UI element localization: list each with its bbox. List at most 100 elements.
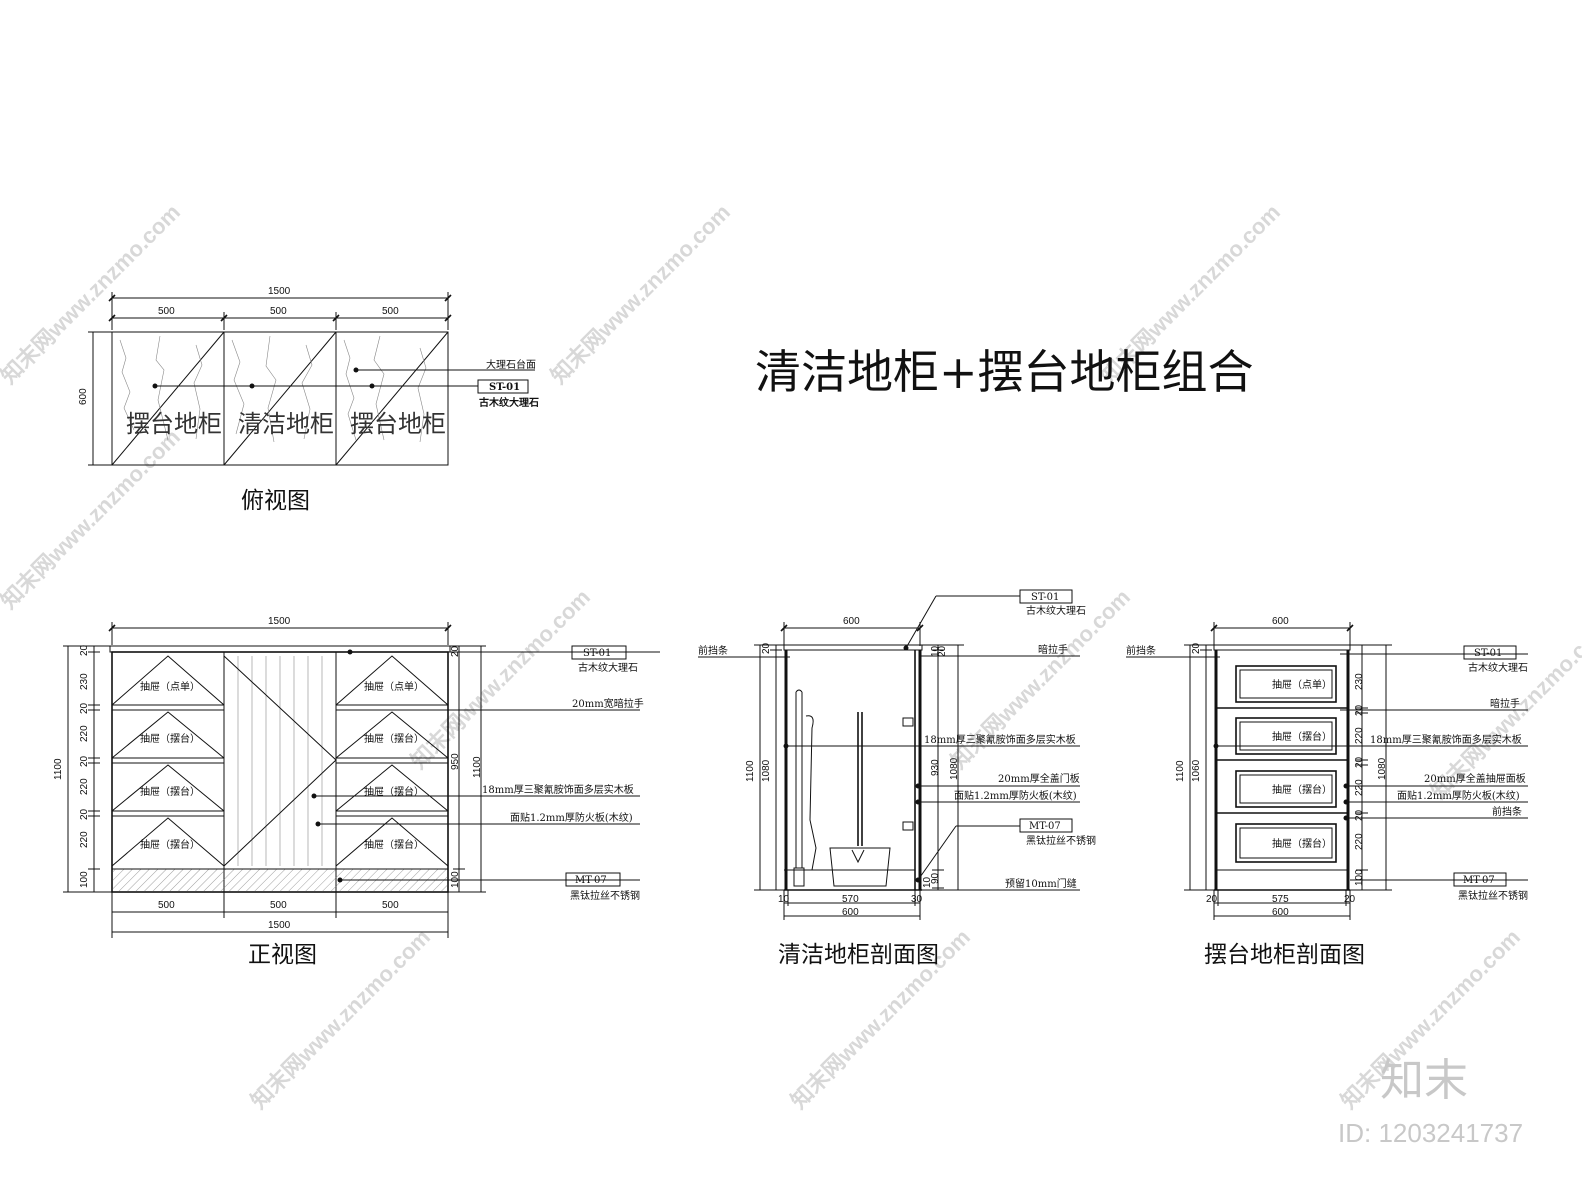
- plan-note-marble: 大理石台面: [486, 358, 536, 371]
- front-tag-top-desc: 古木纹大理石: [578, 661, 638, 674]
- watermark-layer: 知末网www.znzmo.com 知末网www.znzmo.com 知末网www…: [0, 199, 1582, 1148]
- display-dim-r220b: 220: [1354, 779, 1365, 796]
- front-dim-left-20d: 20: [79, 808, 90, 820]
- front-tag-bottom-desc: 黑钛拉丝不锈钢: [570, 889, 640, 902]
- plan-caption: 俯视图: [241, 488, 310, 514]
- plan-dim-total: 1500: [268, 286, 291, 297]
- clean-dim-r20: 20: [937, 645, 948, 657]
- front-dim-bottom-seg1: 500: [158, 900, 175, 911]
- clean-dim-b10: 10: [922, 876, 933, 888]
- front-drawer-right-2: 抽屉（摆台）: [364, 732, 424, 745]
- front-dim-left-20b: 20: [79, 702, 90, 714]
- drawing-title: 清洁地柜+摆台地柜组合: [755, 345, 1254, 399]
- cleaning-section: 600 20 1080 1100: [698, 589, 1096, 968]
- front-drawer-left-3: 抽屉（摆台）: [140, 785, 200, 798]
- display-note-veneer: 面贴1.2mm厚防火板(木纹): [1397, 789, 1520, 802]
- display-tag-desc: 古木纹大理石: [1468, 661, 1528, 674]
- clean-tag-bottom-code: MT-07: [1029, 821, 1061, 832]
- front-dim-right-total: 1100: [472, 756, 483, 778]
- front-drawer-right-4: 抽屉（摆台）: [364, 838, 424, 851]
- plan-tag-desc: 古木纹大理石: [479, 396, 539, 409]
- display-dim-r220c: 220: [1354, 833, 1365, 850]
- front-dim-bottom-total: 1500: [268, 920, 291, 931]
- display-note-hidden-handle: 暗拉手: [1490, 697, 1520, 710]
- watermark-id: ID: 1203241737: [1338, 1118, 1523, 1148]
- clean-dim-b90: 90: [930, 872, 941, 884]
- display-tag-bottom-code: MT-07: [1463, 875, 1495, 886]
- clean-tag-bottom-desc: 黑钛拉丝不锈钢: [1026, 834, 1096, 847]
- plan-tag-code: ST-01: [489, 382, 520, 393]
- front-tag-top-code: ST-01: [583, 648, 611, 659]
- clean-note-hidden-handle: 暗拉手: [1038, 643, 1068, 656]
- display-drawer-1: 抽屉（点单）: [1272, 678, 1332, 691]
- display-dim-h20: 20: [1191, 642, 1202, 654]
- front-dim-left-20a: 20: [79, 644, 90, 656]
- display-dim-r20: 20: [1344, 894, 1356, 905]
- plan-label-display-right: 摆台地柜: [350, 410, 446, 438]
- display-dim-w575: 575: [1272, 894, 1289, 905]
- front-caption: 正视图: [248, 942, 317, 968]
- front-dim-left-220a: 220: [79, 725, 90, 742]
- display-note-board: 18mm厚三聚氰胺饰面多层实木板: [1370, 733, 1522, 746]
- front-dim-bottom-seg2: 500: [270, 900, 287, 911]
- display-note-drawer-face: 20mm厚全盖抽屉面板: [1424, 772, 1526, 785]
- display-dim-h1060: 1060: [1191, 759, 1202, 782]
- watermark-text: 知末网www.znzmo.com: [0, 199, 185, 388]
- front-dim-bottom-seg3: 500: [382, 900, 399, 911]
- display-note-front-strip: 前挡条: [1492, 805, 1522, 818]
- clean-note-gap: 预留10mm门缝: [1005, 877, 1077, 890]
- clean-dim-r10: 10: [930, 645, 941, 657]
- front-note-veneer: 面贴1.2mm厚防火板(木纹): [510, 811, 633, 824]
- front-tag-bottom-code: MT-07: [575, 875, 607, 886]
- front-drawer-left-1: 抽屉（点单）: [140, 680, 200, 693]
- clean-dim-r930: 930: [930, 759, 941, 776]
- front-dim-top: 1500: [268, 616, 291, 627]
- display-dim-r20c: 20: [1354, 809, 1365, 821]
- clean-dim-l10: 10: [778, 894, 790, 905]
- plan-dim-depth: 600: [78, 388, 89, 405]
- front-drawer-left-2: 抽屉（摆台）: [140, 732, 200, 745]
- watermark-text: 知末网www.znzmo.com: [406, 584, 595, 773]
- clean-note-door: 20mm厚全盖门板: [998, 772, 1080, 785]
- front-dim-left-20c: 20: [79, 755, 90, 767]
- front-note-board: 18mm厚三聚氰胺饰面多层实木板: [482, 783, 634, 796]
- front-dim-left-220c: 220: [79, 831, 90, 848]
- front-dim-left-total: 1100: [53, 758, 64, 780]
- display-dim-r1080: 1080: [1377, 757, 1388, 780]
- front-dim-right-950: 950: [450, 753, 461, 770]
- plan-view: 1500 500 500 500 600 摆台地柜 清洁地柜 摆台地柜: [78, 286, 539, 514]
- clean-front-strip: 前挡条: [698, 644, 728, 657]
- clean-tag-code: ST-01: [1031, 592, 1059, 603]
- front-drawer-right-1: 抽屉（点单）: [364, 680, 424, 693]
- front-dim-right-100: 100: [450, 871, 461, 888]
- clean-note-board: 18mm厚三聚氰胺饰面多层实木板: [924, 733, 1076, 746]
- clean-note-veneer: 面贴1.2mm厚防火板(木纹): [954, 789, 1077, 802]
- display-dim-l20: 20: [1206, 894, 1218, 905]
- clean-tag-desc: 古木纹大理石: [1026, 604, 1086, 617]
- front-view: 1500: [53, 616, 660, 968]
- plan-dim-seg3: 500: [382, 306, 399, 317]
- display-dim-w600: 600: [1272, 907, 1289, 918]
- display-drawer-4: 抽屉（摆台）: [1272, 837, 1332, 850]
- plan-label-display-left: 摆台地柜: [126, 410, 222, 438]
- front-dim-left-100: 100: [79, 871, 90, 888]
- clean-dim-h1100: 1100: [745, 760, 756, 782]
- clean-caption: 清洁地柜剖面图: [778, 942, 939, 968]
- display-tag-code: ST-01: [1474, 648, 1502, 659]
- clean-dim-h1080: 1080: [761, 759, 772, 782]
- front-dim-left-230: 230: [79, 673, 90, 690]
- display-section: 600 抽屉（点单） 抽屉（摆台） 抽屉（摆台） 抽屉（摆台） 20: [1126, 616, 1528, 968]
- display-dim-h1100: 1100: [1175, 760, 1186, 782]
- display-caption: 摆台地柜剖面图: [1204, 942, 1365, 968]
- front-dim-right-20: 20: [450, 645, 461, 657]
- front-drawer-left-4: 抽屉（摆台）: [140, 838, 200, 851]
- display-dim-r220a: 220: [1354, 727, 1365, 744]
- plan-dim-seg1: 500: [158, 306, 175, 317]
- display-tag-bottom-desc: 黑钛拉丝不锈钢: [1458, 889, 1528, 902]
- display-dim-r20b: 20: [1354, 756, 1365, 768]
- front-dim-left-220b: 220: [79, 778, 90, 795]
- plan-dim-seg2: 500: [270, 306, 287, 317]
- display-drawer-2: 抽屉（摆台）: [1272, 730, 1332, 743]
- front-drawer-right-3: 抽屉（摆台）: [364, 785, 424, 798]
